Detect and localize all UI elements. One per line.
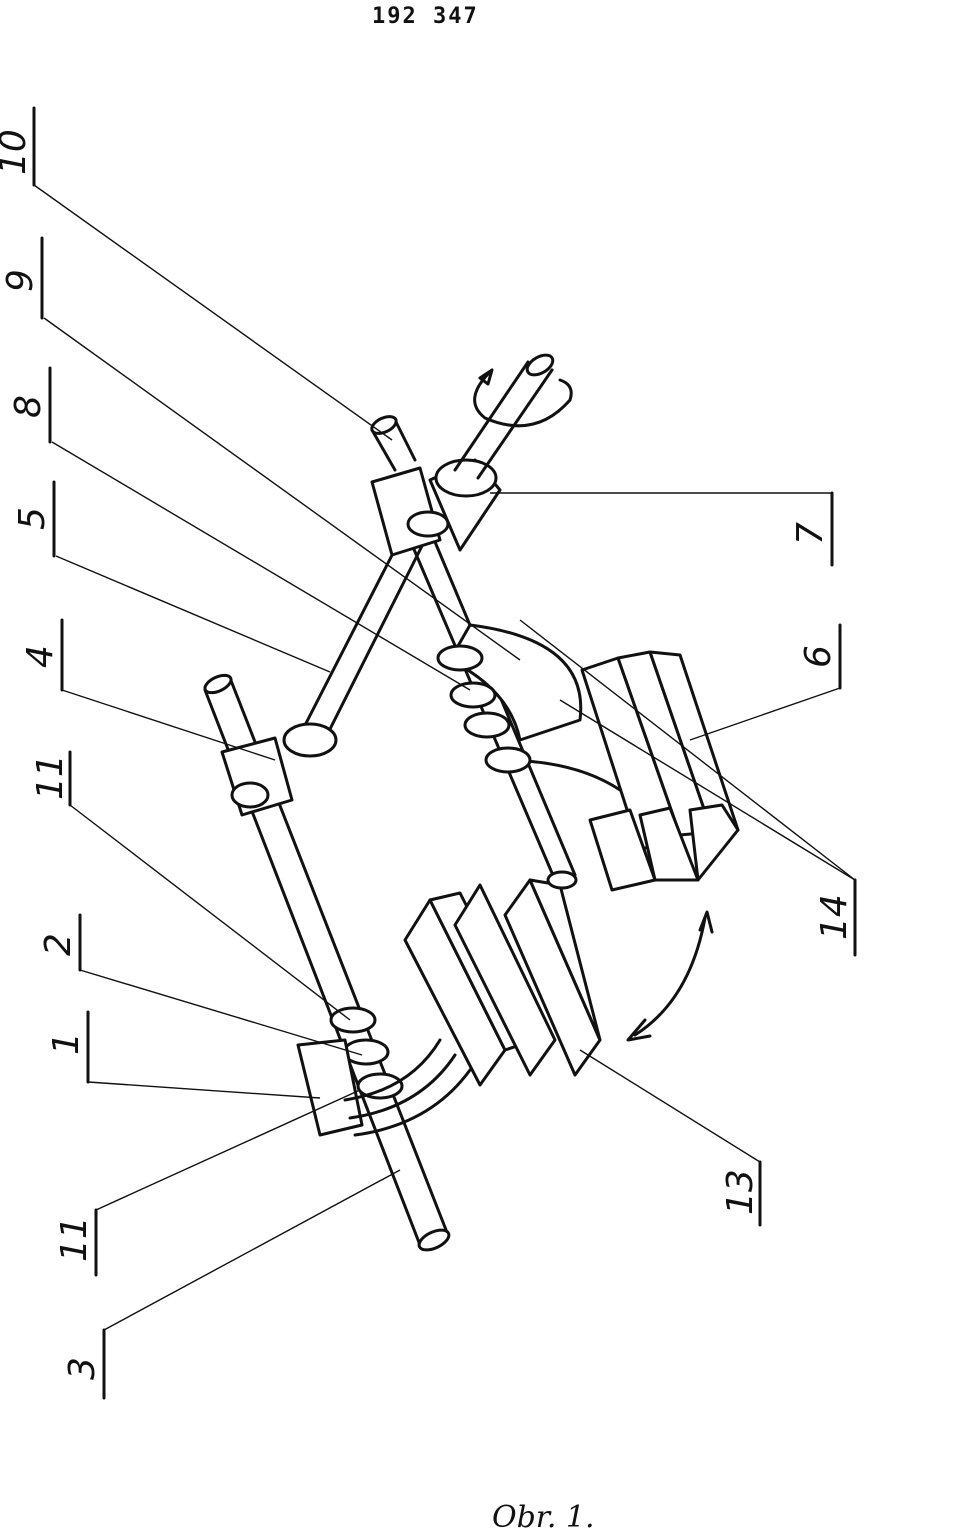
label-3: 3 (62, 1357, 103, 1380)
leader-lines (33, 184, 856, 1331)
magnet-stack-14 (580, 650, 740, 892)
label-13: 13 (720, 1169, 761, 1215)
sector-6 (448, 623, 583, 742)
label-1: 1 (46, 1032, 87, 1055)
label-11-top: 11 (30, 754, 71, 800)
figure-caption: Obr. 1. (492, 1500, 595, 1535)
left-shaft-assembly (203, 673, 602, 1252)
bracket-1 (296, 1038, 364, 1137)
connecting-shaft-5 (298, 518, 432, 747)
label-11-bottom: 11 (54, 1216, 95, 1262)
label-9: 9 (0, 269, 41, 292)
label-8: 8 (8, 395, 49, 418)
magnet-stack-13 (403, 878, 602, 1087)
part-labels: 10 9 8 5 4 11 2 1 11 3 7 6 14 13 (0, 106, 857, 1400)
patent-number: 192 347 (372, 4, 479, 29)
label-14: 14 (814, 894, 855, 940)
label-7: 7 (790, 522, 831, 545)
label-5: 5 (12, 507, 53, 530)
label-10: 10 (0, 129, 34, 175)
label-2: 2 (38, 933, 79, 956)
label-4: 4 (20, 645, 61, 668)
label-6: 6 (798, 645, 839, 668)
right-shaft-assembly (370, 353, 740, 892)
swing-arrow (633, 916, 707, 1037)
